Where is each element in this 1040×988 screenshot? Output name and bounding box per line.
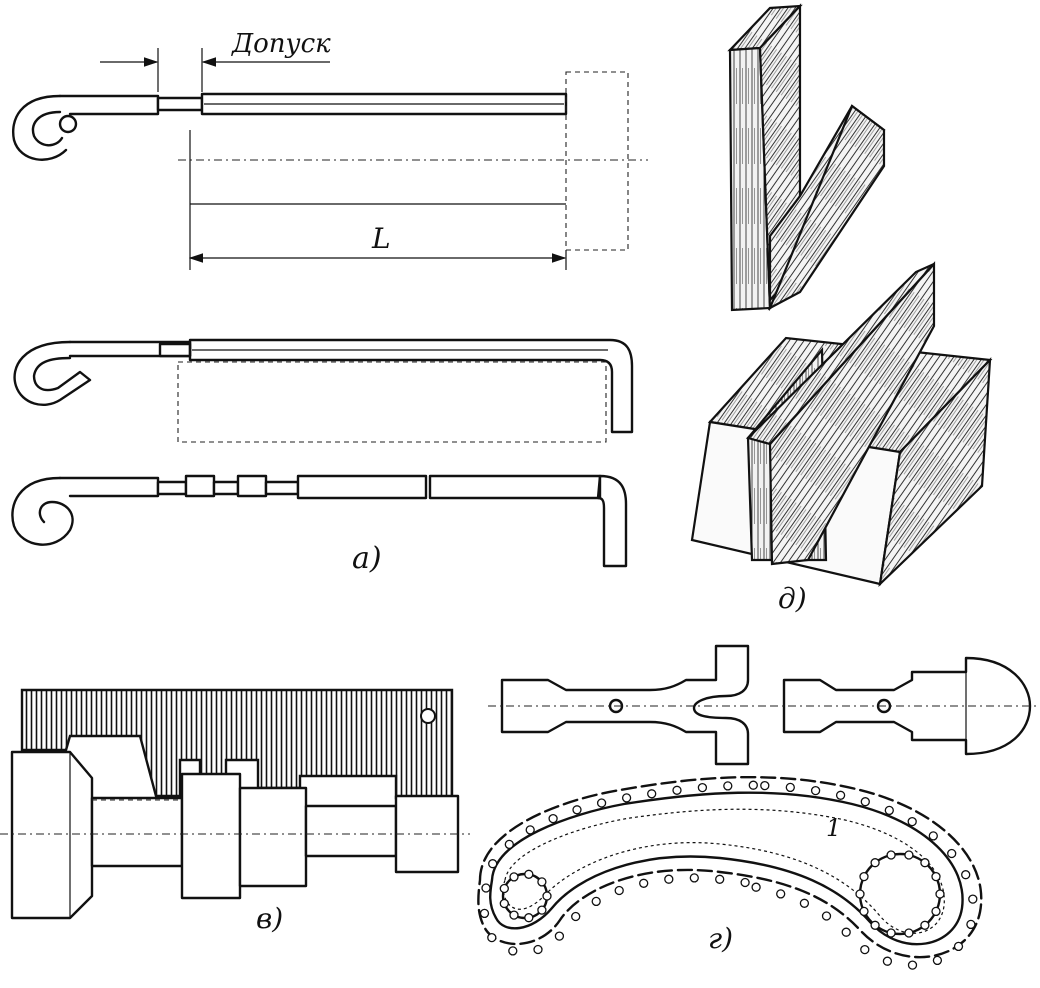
chain-roller bbox=[647, 789, 657, 799]
sprocket-roller bbox=[920, 920, 930, 930]
figure-a: Допуск L bbox=[11, 29, 648, 576]
chain-roller bbox=[525, 825, 535, 835]
chain-rollers bbox=[479, 780, 978, 970]
length-label: L bbox=[371, 222, 391, 255]
chain-roller bbox=[697, 782, 708, 793]
chain-roller bbox=[508, 946, 518, 956]
sprocket-roller bbox=[542, 891, 552, 901]
gauge-3: а) bbox=[11, 474, 628, 576]
sprocket-roller bbox=[499, 883, 509, 894]
chain-roller bbox=[621, 793, 632, 803]
chain-roller bbox=[664, 874, 674, 884]
chain-roller bbox=[907, 960, 918, 970]
curve-marker-label: 1 bbox=[826, 814, 841, 842]
chain-roller bbox=[953, 941, 964, 952]
chain-roller bbox=[932, 955, 943, 966]
chain-roller bbox=[966, 919, 976, 930]
chain-roller bbox=[821, 911, 832, 921]
chain-roller bbox=[554, 931, 565, 941]
tolerance-label: Допуск bbox=[231, 29, 331, 59]
block-with-plate: д) bbox=[690, 261, 993, 615]
chain-roller bbox=[715, 874, 725, 884]
fig-a-label: а) bbox=[352, 541, 382, 576]
chain-roller bbox=[533, 944, 543, 955]
sprocket-roller bbox=[886, 928, 896, 938]
figure-d: д) bbox=[690, 3, 993, 615]
chain-roller bbox=[548, 813, 558, 824]
sprocket-roller bbox=[931, 906, 941, 917]
tolerance-dimension: Допуск bbox=[100, 29, 331, 92]
chain-roller bbox=[860, 797, 870, 807]
chain-roller bbox=[841, 927, 851, 937]
sprocket-roller bbox=[886, 850, 896, 860]
gauge-2 bbox=[13, 338, 634, 443]
wrench-template-right bbox=[770, 656, 1040, 756]
chain-roller bbox=[776, 889, 786, 899]
figure-g: 1 г) bbox=[477, 644, 1040, 970]
chain-roller bbox=[835, 790, 846, 800]
chain-roller bbox=[481, 883, 491, 893]
chain-roller bbox=[479, 908, 490, 919]
figure-v: в) bbox=[0, 688, 470, 935]
sprocket-roller bbox=[524, 913, 534, 923]
sprocket-roller bbox=[524, 869, 534, 879]
chain-roller bbox=[571, 911, 581, 922]
chain-roller bbox=[487, 932, 497, 943]
sprocket-roller bbox=[870, 858, 880, 868]
sprocket-roller bbox=[904, 928, 914, 938]
chain-roller bbox=[672, 785, 682, 795]
sprocket-roller bbox=[859, 871, 869, 882]
sprocket-roller bbox=[859, 906, 869, 917]
sprocket-roller bbox=[855, 889, 865, 899]
chain-roller bbox=[947, 848, 957, 859]
chain-roller bbox=[740, 877, 750, 888]
sprocket-roller bbox=[537, 877, 547, 887]
chain-roller bbox=[907, 816, 917, 827]
chain-roller bbox=[928, 831, 938, 841]
chain-roller bbox=[882, 956, 893, 966]
chain-roller bbox=[572, 805, 582, 815]
sprocket-roller bbox=[904, 850, 914, 860]
sprocket-roller bbox=[537, 905, 547, 915]
chain-roller bbox=[689, 873, 699, 883]
chain-roller bbox=[488, 859, 498, 869]
chain-roller bbox=[591, 896, 601, 907]
chain-roller bbox=[860, 944, 870, 955]
chain-roller bbox=[596, 798, 607, 808]
chain-roller bbox=[785, 782, 795, 793]
stepped-shaft: в) bbox=[0, 750, 470, 935]
sprocket-roller bbox=[870, 920, 880, 930]
sprocket-roller bbox=[920, 858, 930, 868]
wooden-square bbox=[727, 3, 886, 312]
chain-roller bbox=[751, 882, 761, 892]
chain-roller bbox=[504, 839, 514, 850]
chain-roller bbox=[639, 878, 649, 888]
chain-roller bbox=[810, 785, 821, 796]
sprocket-roller bbox=[499, 898, 509, 909]
wrench-template-left bbox=[488, 644, 772, 766]
sprocket-roller bbox=[935, 889, 945, 899]
sprocket-roller bbox=[509, 910, 519, 920]
gauge-1: L bbox=[12, 71, 648, 270]
chain-roller bbox=[760, 780, 770, 791]
chain-roller bbox=[799, 898, 810, 908]
sprocket-roller bbox=[931, 871, 941, 882]
chain-roller bbox=[884, 805, 894, 816]
chain-roller bbox=[748, 780, 758, 790]
chain-roller bbox=[614, 885, 624, 896]
chain-roller bbox=[968, 894, 978, 904]
sprocket-roller bbox=[509, 872, 519, 882]
chain-roller bbox=[723, 781, 733, 791]
fig-g-label: г) bbox=[708, 922, 733, 955]
chain-roller bbox=[961, 870, 971, 880]
fig-v-label: в) bbox=[256, 902, 283, 935]
fig-d-label: д) bbox=[778, 582, 807, 615]
